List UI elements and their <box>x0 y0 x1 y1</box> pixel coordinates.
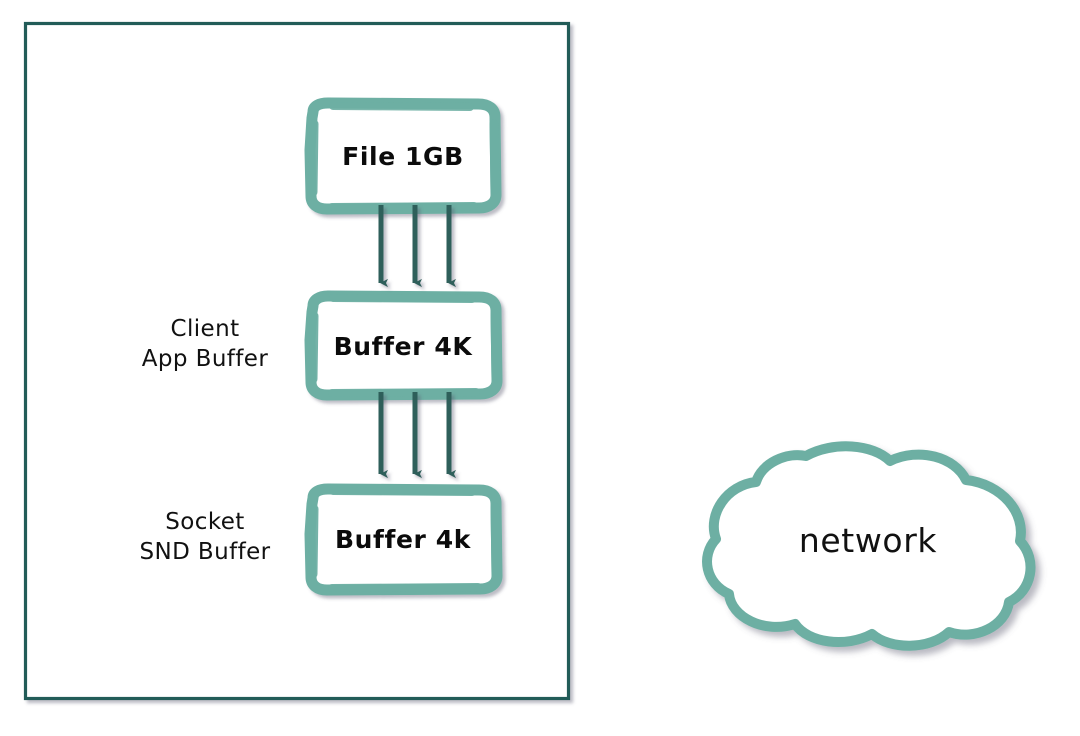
file-box-label: File 1GB <box>342 142 464 171</box>
socket-buffer-box <box>304 483 503 596</box>
network-cloud-label: network <box>798 521 938 560</box>
network-cloud <box>702 441 1036 651</box>
flow-file-to-app-buffer <box>378 205 456 288</box>
socket-buffer-side-label: Socket SND Buffer <box>139 509 271 565</box>
flow-app-buffer-to-socket-buffer <box>378 392 456 479</box>
socket-buffer-box-label: Buffer 4k <box>334 525 471 554</box>
app-buffer-box <box>304 290 503 401</box>
app-buffer-side-label: Client App Buffer <box>141 316 269 372</box>
app-buffer-box-label: Buffer 4K <box>333 332 473 361</box>
